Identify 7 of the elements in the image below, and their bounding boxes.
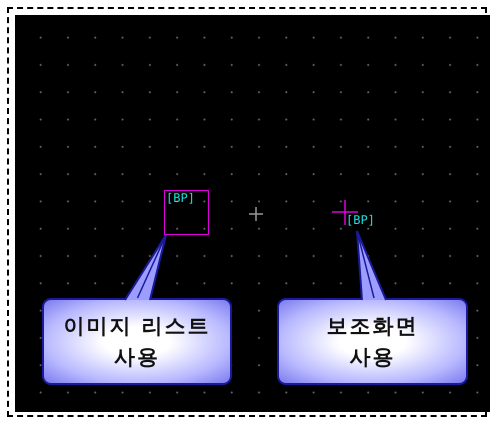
callout-text: 이미지 리스트 사용 [62, 312, 212, 370]
marker-label: [BP] [346, 213, 375, 227]
callout-box [277, 298, 468, 385]
callout-text: 보조화면 사용 [326, 312, 420, 370]
selection-box [164, 190, 209, 235]
callout-box [42, 298, 232, 385]
marker-label: [BP] [166, 191, 195, 205]
